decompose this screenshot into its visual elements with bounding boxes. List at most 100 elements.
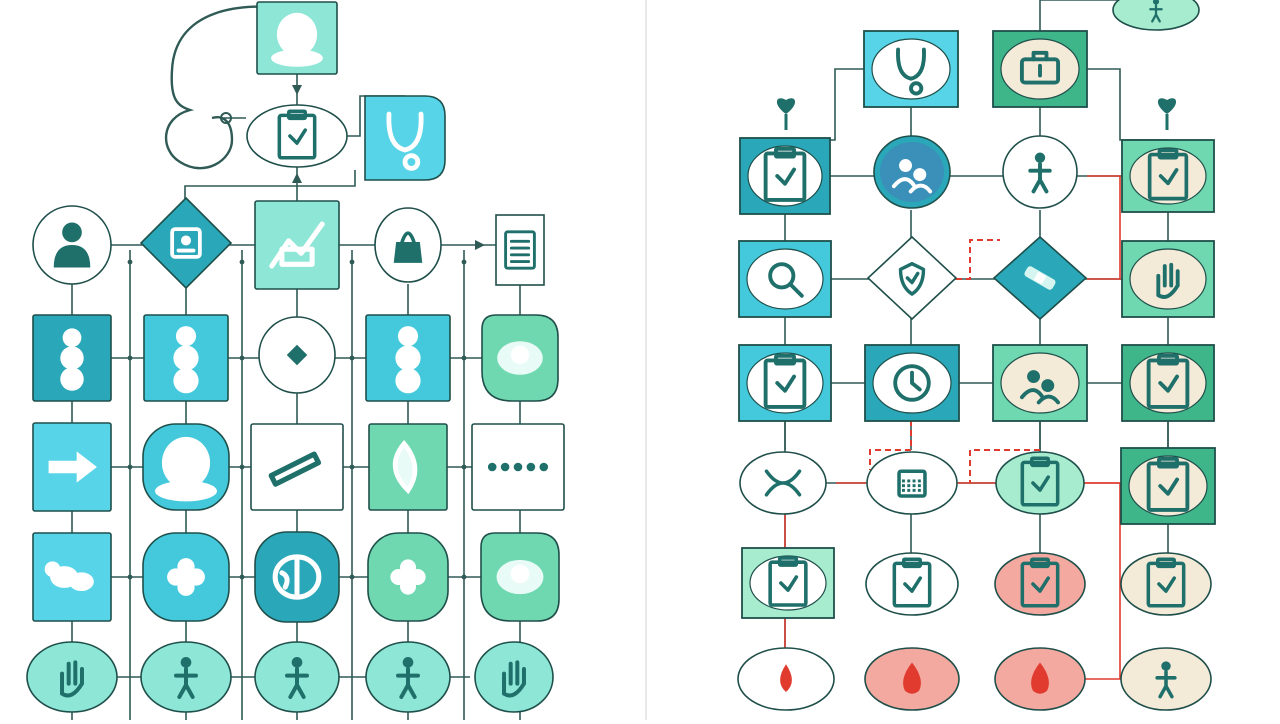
connector-joint xyxy=(127,574,133,580)
heart-pin-icon xyxy=(1157,98,1177,130)
mask-icon xyxy=(496,559,544,595)
shield-icon xyxy=(898,261,926,296)
flow-node-r5-4 xyxy=(1120,552,1212,616)
red-connector-line xyxy=(1084,482,1121,680)
pills-icon xyxy=(395,326,421,394)
connector-joint xyxy=(239,574,245,580)
connector-joint xyxy=(127,259,133,265)
people-icon xyxy=(1019,370,1061,405)
figure-icon xyxy=(1155,661,1177,699)
stethoscope-icon xyxy=(386,111,424,171)
people-icon xyxy=(891,159,933,194)
flow-node-r1-2 xyxy=(873,135,951,209)
flow-node-r2-1 xyxy=(738,240,832,318)
flow-node-l1-3 xyxy=(254,200,340,290)
flame-icon xyxy=(903,662,921,694)
connector-joint xyxy=(127,355,133,361)
clipboard-icon xyxy=(892,557,932,608)
connector-joint xyxy=(349,355,355,361)
connector-line xyxy=(297,170,356,187)
drop-icon xyxy=(780,664,792,692)
connector-joint xyxy=(239,355,245,361)
flow-node-r3-3 xyxy=(992,344,1088,422)
flow-node-l5-5 xyxy=(474,641,554,713)
connector-joint xyxy=(349,464,355,470)
badge-icon xyxy=(170,227,202,259)
connector-line xyxy=(1087,68,1168,141)
dots-icon xyxy=(487,462,549,472)
calendar-icon xyxy=(897,469,927,498)
node-layer xyxy=(26,0,1216,713)
clipboard-icon xyxy=(763,146,807,202)
figure-icon xyxy=(174,657,198,699)
flow-node-r5-3 xyxy=(994,552,1086,616)
pills-icon xyxy=(173,326,199,394)
flow-node-r4-2 xyxy=(866,451,958,515)
clipboard-icon xyxy=(1146,456,1190,512)
syringe-icon xyxy=(268,451,322,487)
hand-icon xyxy=(1156,262,1180,299)
clipboard-icon xyxy=(1020,456,1060,507)
flow-node-l-top-ell xyxy=(246,104,348,168)
red-connector-line xyxy=(1087,175,1121,280)
red-connector-line xyxy=(969,449,1040,483)
connector-joint xyxy=(461,574,467,580)
diamond-icon xyxy=(286,344,308,366)
flow-node-r0-2 xyxy=(863,30,959,108)
arrowhead xyxy=(475,240,485,250)
person-icon xyxy=(53,222,91,268)
face-icon xyxy=(155,436,217,502)
connector-line xyxy=(184,167,298,200)
red-connector-line xyxy=(956,239,1000,280)
figure-icon xyxy=(285,657,309,699)
flow-node-l3-3 xyxy=(250,423,344,511)
stethoscope-icon xyxy=(896,47,926,96)
arrowhead xyxy=(292,85,302,95)
clipboard-icon xyxy=(1146,557,1186,608)
connector-joint xyxy=(461,464,467,470)
arrowhead xyxy=(292,173,302,183)
flow-node-r4-3 xyxy=(995,451,1085,515)
hand-icon xyxy=(502,660,526,698)
connector-joint xyxy=(127,464,133,470)
connector-joint xyxy=(461,355,467,361)
flow-node-r5-2 xyxy=(865,552,959,616)
cloud-icon xyxy=(44,561,94,592)
flow-node-r2-2 xyxy=(866,235,958,321)
clipboard-icon xyxy=(277,109,317,160)
flame-icon xyxy=(1031,662,1049,694)
document-icon xyxy=(504,230,536,270)
arrow-icon xyxy=(48,451,97,483)
leaf-icon xyxy=(392,439,418,495)
pills-icon xyxy=(60,328,84,391)
red-connector-line xyxy=(869,420,912,470)
figure-icon xyxy=(1028,152,1052,194)
flower-icon xyxy=(390,559,426,595)
connector-joint xyxy=(239,259,245,265)
clock-icon xyxy=(893,364,931,402)
heart-pin-icon xyxy=(776,98,796,130)
flow-node-l1-5 xyxy=(495,214,545,286)
figure-icon xyxy=(1149,0,1163,23)
flower-icon xyxy=(167,558,205,596)
scissors-icon xyxy=(764,469,802,497)
connector-joint xyxy=(349,574,355,580)
connector-joint xyxy=(239,464,245,470)
clipboard-icon xyxy=(1020,557,1060,608)
face-icon xyxy=(271,12,323,67)
chart-icon xyxy=(269,221,325,269)
figure-icon xyxy=(396,657,420,699)
connector-joint xyxy=(349,259,355,265)
stethoscope-tube xyxy=(165,5,298,170)
clipboard-icon xyxy=(768,556,808,607)
brain-icon xyxy=(272,554,322,600)
hand-icon xyxy=(60,660,84,698)
clipboard-icon xyxy=(1147,148,1189,201)
magnifier-icon xyxy=(768,262,804,298)
flow-node-r2-4 xyxy=(1121,240,1215,318)
connector-joint xyxy=(461,259,467,265)
briefcase-icon xyxy=(1019,50,1061,85)
clipboard-icon xyxy=(1146,353,1190,409)
